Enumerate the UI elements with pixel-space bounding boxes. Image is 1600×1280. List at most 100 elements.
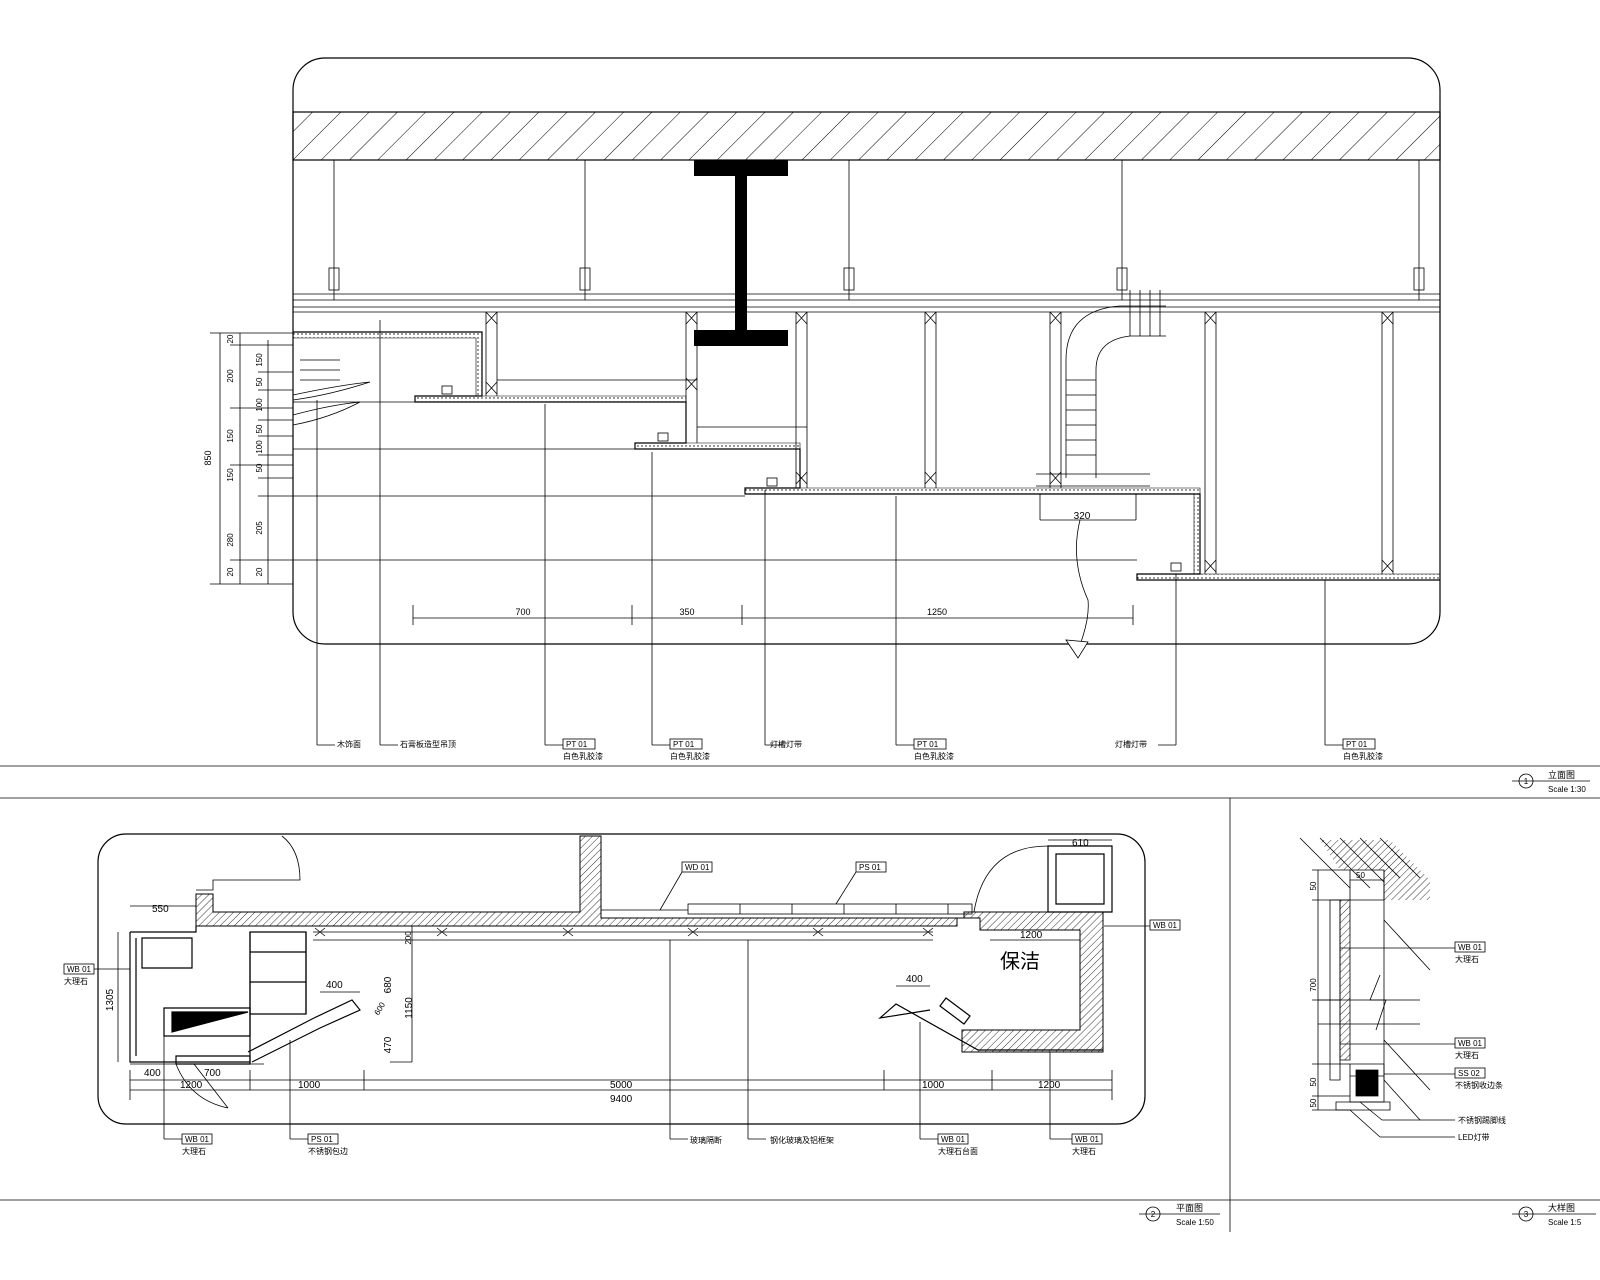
concrete-slab (292, 111, 1441, 161)
svg-text:1200: 1200 (1020, 930, 1043, 941)
svg-text:WD 01: WD 01 (685, 863, 710, 872)
detail-note-1: 不锈钢踢脚线 (1359, 1101, 1506, 1125)
hdim-350: 350 (679, 607, 694, 617)
svg-text:WB 01: WB 01 (1458, 1039, 1483, 1048)
door-swing-left (175, 1063, 229, 1109)
svg-text:5000: 5000 (610, 1080, 633, 1091)
ceiling-hangers (328, 160, 1425, 300)
hdim-1250: 1250 (927, 607, 947, 617)
door-arc-top (196, 835, 301, 891)
title-block-1: 1 立面图 Scale 1:30 (1512, 769, 1590, 794)
svg-text:WB 01: WB 01 (1075, 1135, 1100, 1144)
stepped-ceiling (292, 331, 1441, 581)
horizontal-dimension-chain (412, 605, 1134, 625)
svg-text:不锈钢包边: 不锈钢包边 (308, 1146, 348, 1156)
svg-text:55: 55 (1356, 1077, 1365, 1086)
left-reception-desk (129, 926, 361, 1065)
ceiling-studs (485, 311, 1394, 574)
callout-7: 灯槽灯带 (1115, 739, 1147, 749)
svg-text:50: 50 (255, 424, 264, 433)
svg-text:200: 200 (404, 931, 413, 945)
svg-text:2: 2 (1151, 1210, 1156, 1219)
reference-lines (293, 401, 1137, 561)
svg-text:WB 01: WB 01 (185, 1135, 210, 1144)
svg-text:150: 150 (226, 429, 235, 443)
svg-text:50: 50 (255, 463, 264, 472)
detail-dimension-lines (1312, 869, 1384, 1111)
room-label-cleaning: 保洁 (1000, 950, 1040, 973)
plan-dimension-lines (117, 839, 1113, 1100)
svg-text:Scale 1:30: Scale 1:30 (1548, 785, 1586, 794)
svg-text:700: 700 (1309, 978, 1318, 992)
svg-text:680: 680 (383, 976, 394, 993)
tag-glass-frame: 钢化玻璃及铝框架 (747, 940, 834, 1145)
svg-text:400: 400 (906, 974, 923, 985)
svg-text:400: 400 (326, 980, 343, 991)
svg-text:600: 600 (373, 1000, 388, 1017)
plan-view: 保洁 550 1305 400 700 1200 1000 5000 1000 … (63, 833, 1220, 1227)
svg-text:1000: 1000 (922, 1080, 945, 1091)
svg-text:50: 50 (1356, 871, 1365, 880)
svg-text:1305: 1305 (105, 988, 116, 1011)
svg-text:50: 50 (255, 377, 264, 386)
svg-text:1200: 1200 (180, 1080, 203, 1091)
svg-text:150: 150 (255, 353, 264, 367)
svg-text:PT 01: PT 01 (673, 740, 695, 749)
svg-text:木饰面: 木饰面 (337, 739, 361, 749)
detail-note-2: LED灯带 (1349, 1109, 1490, 1142)
svg-text:50: 50 (1309, 1077, 1318, 1086)
svg-text:平面图: 平面图 (1176, 1203, 1203, 1213)
svg-text:1000: 1000 (298, 1080, 321, 1091)
section-callouts: 木饰面 石膏板造型吊顶 PT 01 白色乳胶漆 PT 01 白色乳胶漆 灯槽灯带 P… (337, 738, 1383, 761)
svg-text:470: 470 (383, 1036, 394, 1053)
svg-text:9400: 9400 (610, 1094, 633, 1105)
right-service-area (878, 845, 1113, 1051)
svg-text:大理石: 大理石 (1455, 1050, 1479, 1060)
svg-text:100: 100 (255, 440, 264, 454)
title-block-3: 3 大样图 Scale 1:5 (1512, 1202, 1596, 1227)
svg-text:PT 01: PT 01 (917, 740, 939, 749)
svg-text:WB 01: WB 01 (1153, 921, 1178, 930)
svg-text:WB 01: WB 01 (1458, 943, 1483, 952)
svg-text:3: 3 (1524, 1210, 1529, 1219)
svg-text:玻璃隔断: 玻璃隔断 (690, 1135, 722, 1145)
callout-2: 石膏板造型吊顶 (400, 739, 456, 749)
svg-text:大样图: 大样图 (1548, 1202, 1575, 1213)
hdim-700: 700 (515, 607, 530, 617)
svg-text:1: 1 (1524, 777, 1529, 786)
duct-dimension: 320 (1074, 511, 1091, 522)
main-runner (293, 293, 1440, 313)
svg-text:白色乳胶漆: 白色乳胶漆 (914, 751, 954, 761)
steel-i-beam (694, 160, 788, 346)
svg-text:400: 400 (144, 1068, 161, 1079)
plan-frame (97, 833, 1146, 1125)
sheet-dividers (0, 765, 1600, 1232)
section-frame (292, 57, 1441, 645)
tag-glass: 玻璃隔断 (669, 940, 722, 1145)
tag-wb01-right: WB 01 (1104, 919, 1181, 931)
svg-text:不锈钢收边条: 不锈钢收边条 (1455, 1080, 1503, 1090)
svg-text:PT 01: PT 01 (1346, 740, 1368, 749)
svg-text:610: 610 (1072, 838, 1089, 849)
svg-text:WB 01: WB 01 (67, 965, 92, 974)
vertical-total-dim: 850 (203, 450, 213, 465)
glass-partition (600, 836, 973, 915)
counter-anchors (314, 927, 934, 937)
svg-text:1200: 1200 (1038, 1080, 1061, 1091)
svg-text:WB 01: WB 01 (941, 1135, 966, 1144)
vertical-dim-labels-inner: 150 50 100 50 100 50 205 20 (255, 353, 264, 577)
svg-text:700: 700 (204, 1068, 221, 1079)
light-fixtures (441, 385, 1182, 572)
air-duct (1036, 290, 1166, 659)
tag-ps01-top: PS 01 (835, 861, 887, 905)
svg-text:白色乳胶漆: 白色乳胶漆 (670, 751, 710, 761)
